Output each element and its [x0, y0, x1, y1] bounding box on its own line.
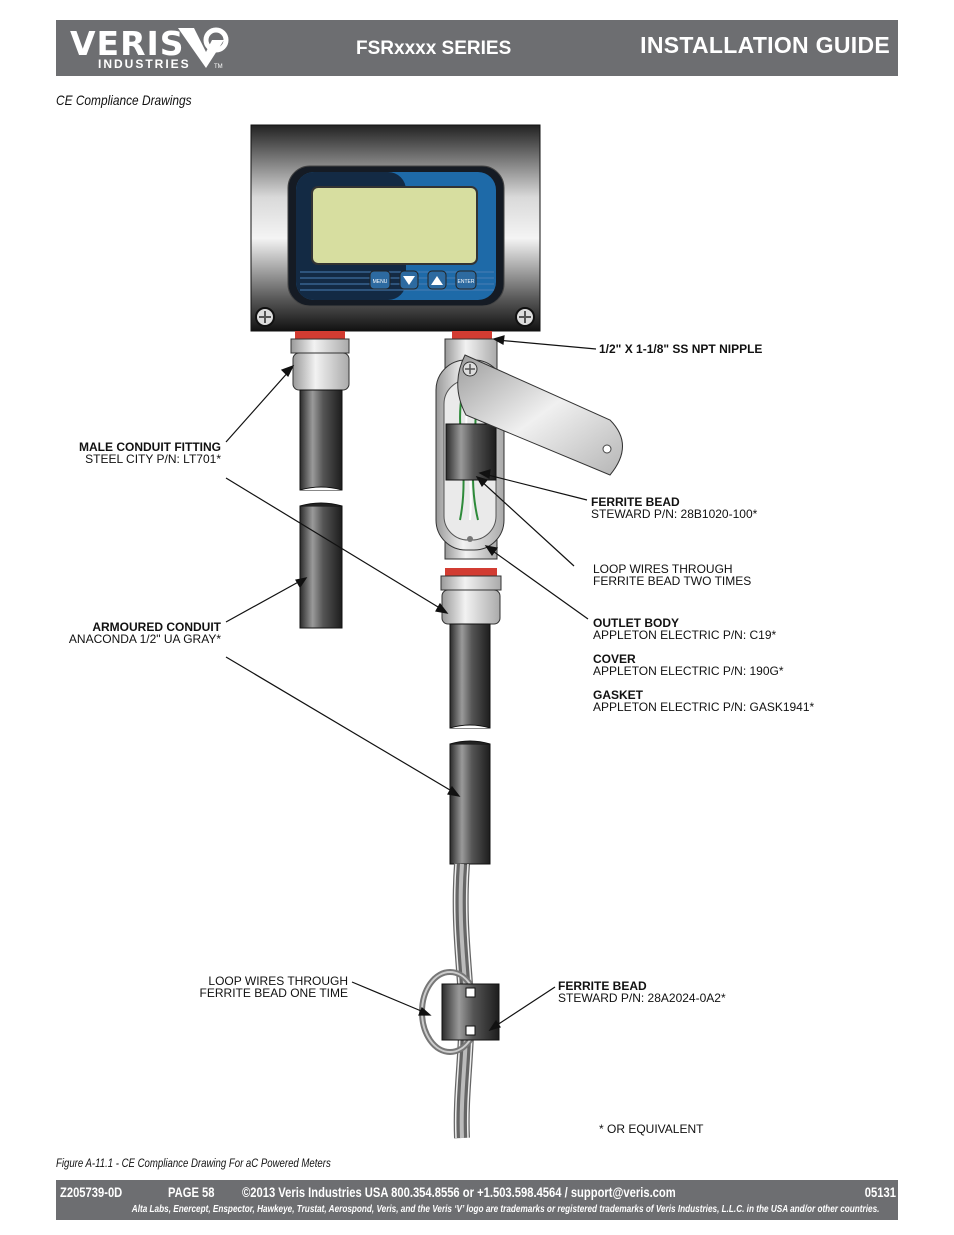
section-title: CE Compliance Drawings [56, 92, 192, 108]
up-arrow-icon [431, 276, 443, 285]
veris-logo: VERIS INDUSTRIES TM [66, 24, 276, 72]
label-equivalent: * OR EQUIVALENT [599, 1122, 704, 1136]
series-title: FSRxxxx SERIES [356, 38, 512, 59]
down-arrow-icon [403, 276, 415, 285]
logo-text: VERIS [70, 24, 185, 63]
doc-number: Z205739-0D [60, 1184, 123, 1200]
trademark-notice: Alta Labs, Enercept, Enspector, Hawkeye,… [131, 1204, 880, 1215]
leader-lines [225, 335, 597, 1032]
footer-code: 05131 [864, 1184, 896, 1200]
menu-key-label: MENU [373, 279, 388, 285]
cover [457, 354, 623, 476]
label-nipple: 1/2" X 1-1/8" SS NPT NIPPLE [599, 342, 763, 356]
header-bar: VERIS INDUSTRIES TM FSRxxxx SERIES INSTA… [56, 20, 898, 76]
page-number: PAGE 58 [168, 1184, 215, 1200]
figure-caption: Figure A-11.1 - CE Compliance Drawing Fo… [56, 1156, 331, 1170]
enter-key-label: ENTER [458, 279, 475, 285]
meter-enclosure: MENU ENTER [250, 124, 541, 332]
cable-assembly [419, 863, 500, 1139]
logo-subtext: INDUSTRIES [98, 57, 191, 71]
left-conduit [290, 331, 350, 629]
footer-bar: Z205739-0D PAGE 58 ©2013 Veris Industrie… [56, 1180, 898, 1220]
copyright-contact: ©2013 Veris Industries USA 800.354.8556 … [242, 1184, 676, 1200]
veris-v-icon [178, 27, 229, 68]
logo-trademark: TM [214, 64, 223, 70]
right-conduit [435, 331, 623, 865]
guide-title: INSTALLATION GUIDE [640, 32, 890, 58]
